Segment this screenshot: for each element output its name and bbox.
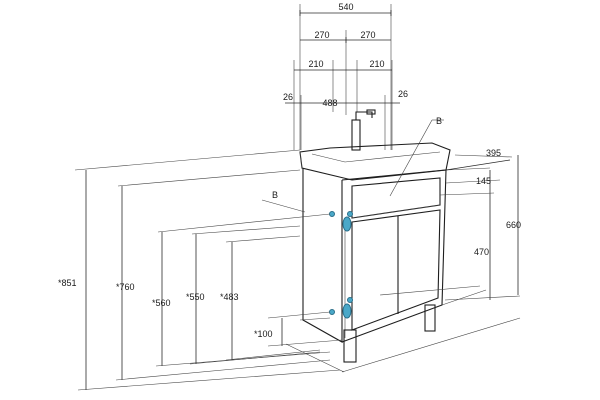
- dim-760-label: *760: [116, 282, 135, 292]
- mount-point-lower-left: [329, 309, 335, 315]
- callout-lines: [261, 119, 444, 213]
- dim-851-label: *851: [58, 278, 77, 288]
- dim-145-label: 145: [476, 176, 491, 186]
- dim-270-left-label: 270: [314, 30, 329, 40]
- dim-550-label: *550: [186, 292, 205, 302]
- dim-210-right-label: 210: [369, 59, 384, 69]
- callout-b-drawer: B: [436, 116, 442, 126]
- basin: [299, 142, 451, 181]
- mount-bracket-upper: [342, 216, 352, 232]
- dim-26-right-label: 26: [398, 89, 408, 99]
- dim-560-label: *560: [152, 298, 171, 308]
- dim-395-label: 395: [486, 148, 501, 158]
- top-dimension-lines: [285, 4, 400, 150]
- faucet: [351, 109, 376, 151]
- mount-point-upper-right: [347, 211, 353, 217]
- left-dimension-lines: [74, 149, 521, 391]
- dim-270-right-label: 270: [360, 30, 375, 40]
- dim-488-label: 488: [322, 98, 337, 108]
- mounting-points: [329, 211, 353, 319]
- dim-470-label: 470: [474, 247, 489, 257]
- callout-b-wall: B: [272, 190, 278, 200]
- cabinet-legs: [343, 304, 436, 363]
- dim-483-label: *483: [220, 292, 239, 302]
- mount-point-upper-left: [329, 211, 335, 217]
- dim-210-left-label: 210: [308, 59, 323, 69]
- dim-660-label: 660: [506, 220, 521, 230]
- mount-point-lower-right: [347, 297, 353, 303]
- mount-bracket-lower: [342, 303, 352, 319]
- dim-100-label: *100: [254, 329, 273, 339]
- dim-540-label: 540: [338, 2, 353, 12]
- cabinet: [302, 167, 491, 343]
- dim-26-left-label: 26: [283, 92, 293, 102]
- right-dimension-lines: [439, 154, 521, 301]
